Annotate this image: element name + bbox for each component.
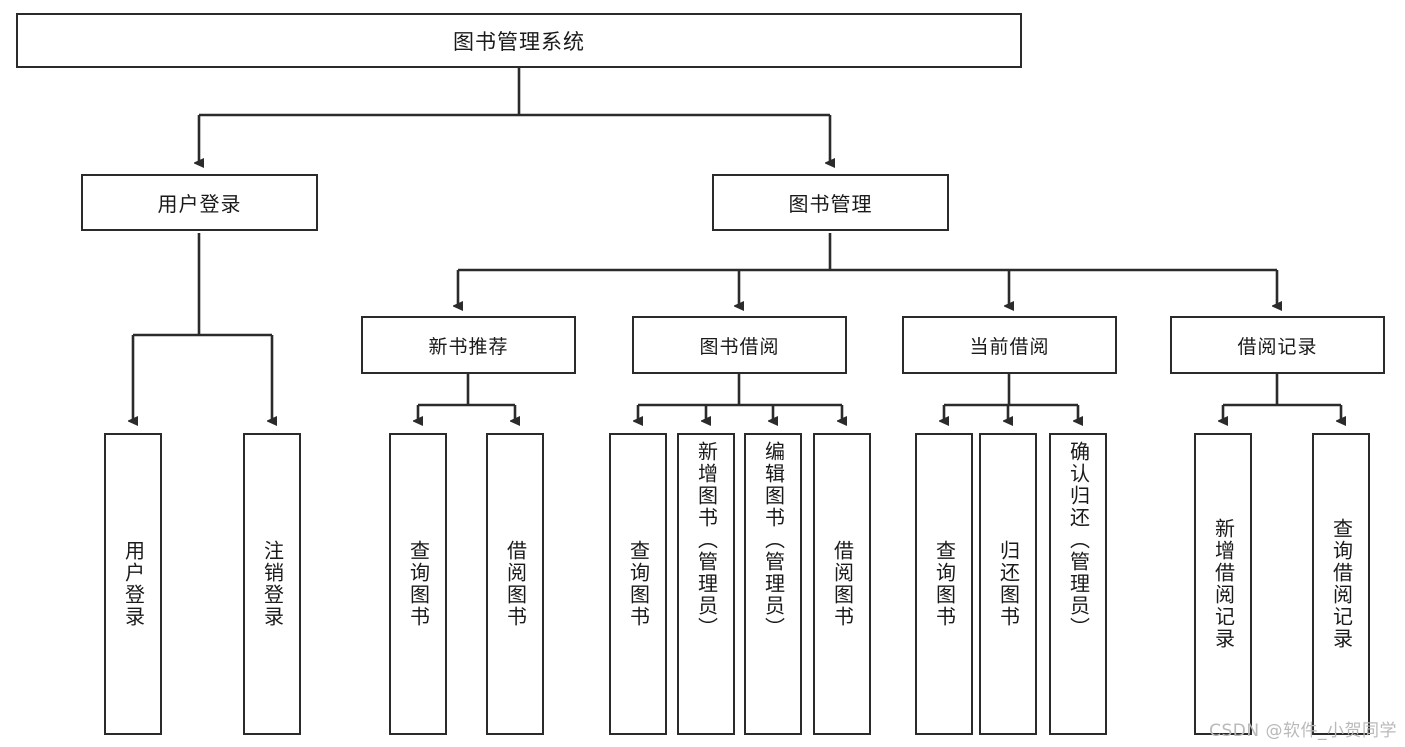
node-user-login[interactable]: 用户登录 bbox=[81, 174, 318, 231]
node-label: 新增借阅记录 bbox=[1211, 518, 1236, 650]
node-label: 借阅图书 bbox=[503, 540, 528, 628]
node-book-borrow[interactable]: 图书借阅 bbox=[632, 316, 847, 374]
node-root-system[interactable]: 图书管理系统 bbox=[16, 13, 1022, 68]
node-label: 查询借阅记录 bbox=[1329, 518, 1354, 650]
node-label: 用户登录 bbox=[121, 540, 146, 628]
node-label: 图书管理系统 bbox=[453, 29, 585, 54]
leaf-logout[interactable]: 注销登录 bbox=[243, 433, 301, 735]
node-label: 新增图书（管理员） bbox=[694, 441, 719, 639]
node-new-book-recommend[interactable]: 新书推荐 bbox=[361, 316, 576, 374]
node-label: 图书管理 bbox=[788, 192, 873, 216]
node-label: 新书推荐 bbox=[428, 335, 509, 358]
node-label: 借阅图书 bbox=[830, 540, 855, 628]
node-label: 借阅记录 bbox=[1237, 335, 1318, 358]
node-label: 图书借阅 bbox=[699, 335, 780, 358]
leaf-return-book[interactable]: 归还图书 bbox=[979, 433, 1037, 735]
leaf-query-book-current[interactable]: 查询图书 bbox=[915, 433, 973, 735]
node-label: 归还图书 bbox=[996, 540, 1021, 628]
node-label: 编辑图书（管理员） bbox=[761, 441, 786, 639]
leaf-borrow-book-recommend[interactable]: 借阅图书 bbox=[486, 433, 544, 735]
leaf-query-borrow-record[interactable]: 查询借阅记录 bbox=[1312, 433, 1370, 735]
node-label: 查询图书 bbox=[406, 540, 431, 628]
node-label: 当前借阅 bbox=[969, 335, 1050, 358]
node-label: 注销登录 bbox=[260, 540, 285, 628]
leaf-confirm-return-admin[interactable]: 确认归还（管理员） bbox=[1049, 433, 1107, 735]
node-label: 用户登录 bbox=[157, 192, 242, 216]
leaf-borrow-book[interactable]: 借阅图书 bbox=[813, 433, 871, 735]
node-label: 确认归还（管理员） bbox=[1066, 441, 1091, 639]
node-book-management[interactable]: 图书管理 bbox=[712, 174, 949, 231]
node-label: 查询图书 bbox=[932, 540, 957, 628]
leaf-edit-book-admin[interactable]: 编辑图书（管理员） bbox=[744, 433, 802, 735]
leaf-query-book-recommend[interactable]: 查询图书 bbox=[389, 433, 447, 735]
leaf-add-borrow-record[interactable]: 新增借阅记录 bbox=[1194, 433, 1252, 735]
node-borrow-record[interactable]: 借阅记录 bbox=[1170, 316, 1385, 374]
node-label: 查询图书 bbox=[626, 540, 651, 628]
node-current-borrow[interactable]: 当前借阅 bbox=[902, 316, 1117, 374]
leaf-user-login[interactable]: 用户登录 bbox=[104, 433, 162, 735]
leaf-query-book-borrow[interactable]: 查询图书 bbox=[609, 433, 667, 735]
leaf-add-book-admin[interactable]: 新增图书（管理员） bbox=[677, 433, 735, 735]
